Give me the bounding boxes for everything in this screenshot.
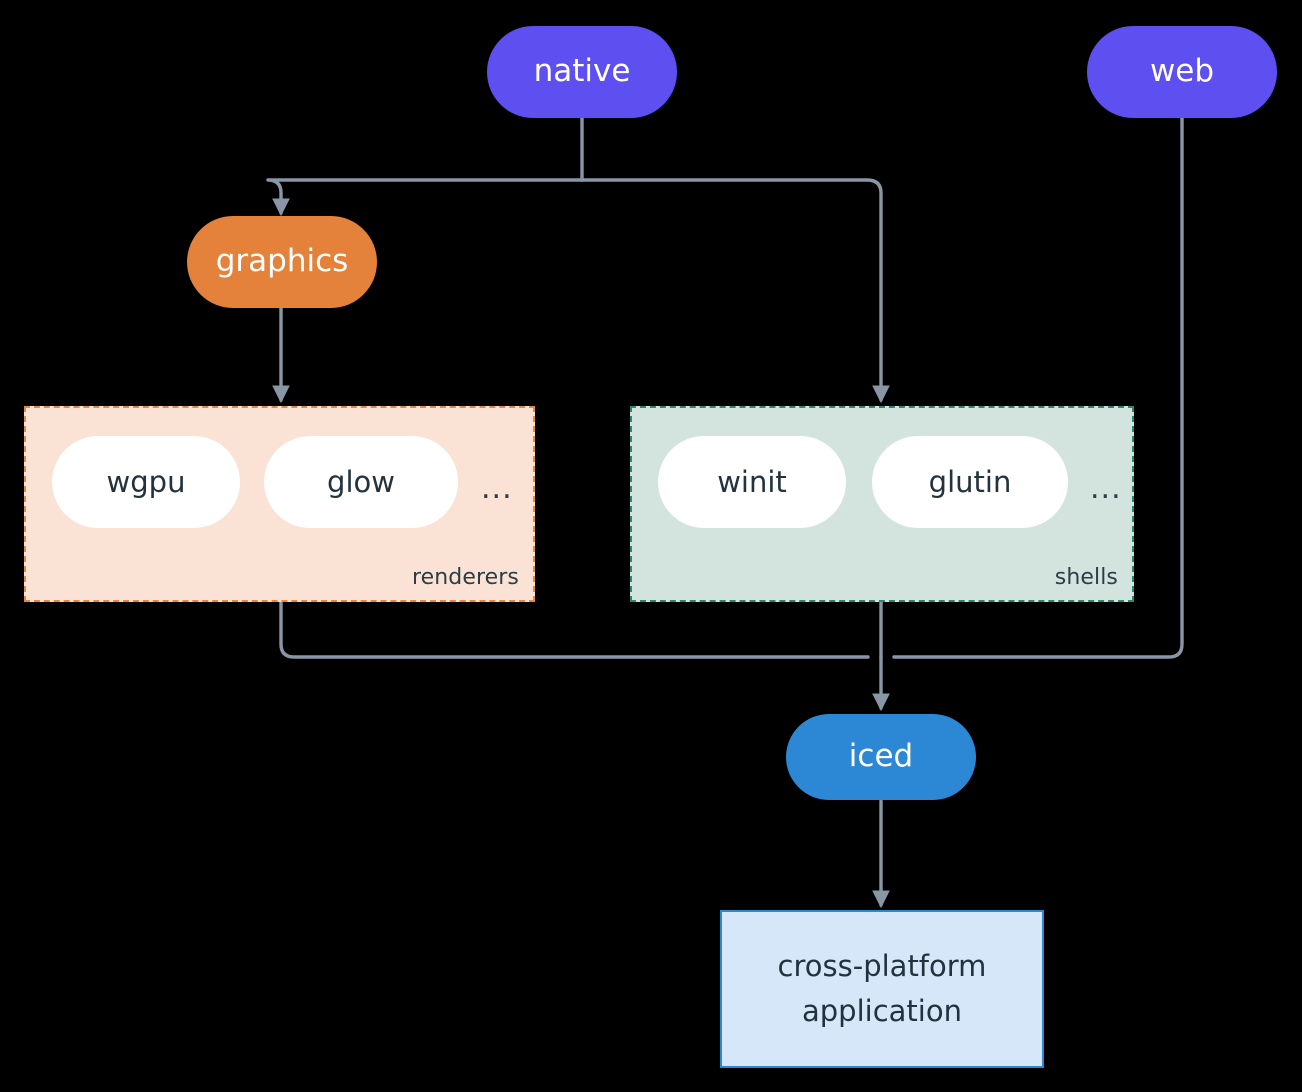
node-native[interactable]: native [487,26,677,118]
shell-pill-winit-label: winit [717,465,787,499]
cluster-renderers-label: renderers [411,565,519,590]
renderer-pill-glow-label: glow [327,465,395,499]
renderers-overflow-ellipsis: ... [481,471,513,506]
cluster-shells: winit glutin ... shells [630,406,1134,602]
renderer-pill-glow[interactable]: glow [264,436,458,528]
node-graphics[interactable]: graphics [187,216,377,308]
cluster-renderers: wgpu glow ... renderers [24,406,535,602]
edge-native-graphics [266,178,584,217]
node-application[interactable]: cross-platform application [720,910,1044,1068]
renderer-pill-wgpu[interactable]: wgpu [52,436,240,528]
node-application-text: cross-platform application [778,944,987,1034]
node-graphics-label: graphics [215,243,349,280]
cluster-shells-label: shells [1054,565,1118,590]
shells-overflow-ellipsis: ... [1090,471,1122,506]
node-web[interactable]: web [1087,26,1277,118]
edge-renderers-iced [279,599,870,659]
node-iced[interactable]: iced [786,714,976,800]
shell-pill-glutin-label: glutin [928,465,1012,499]
shell-pill-winit[interactable]: winit [658,436,846,528]
node-iced-label: iced [848,738,914,775]
node-native-label: native [533,53,631,90]
renderer-pill-wgpu-label: wgpu [106,465,186,499]
node-application-line2: application [802,994,962,1028]
node-web-label: web [1149,53,1215,90]
shell-pill-glutin[interactable]: glutin [872,436,1068,528]
node-application-line1: cross-platform [777,949,987,984]
edge-native-shells [580,178,890,404]
